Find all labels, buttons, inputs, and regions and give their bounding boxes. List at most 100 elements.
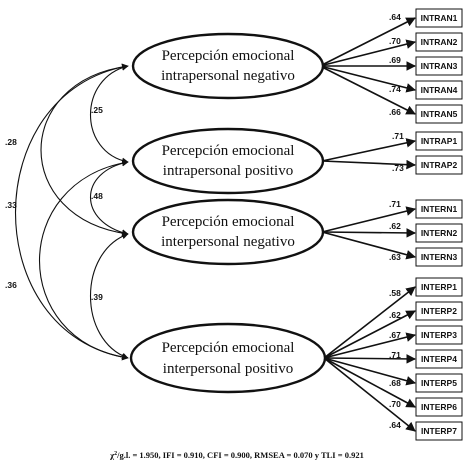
path-interp5 <box>323 357 416 386</box>
corr-label-pen-iep: .33 <box>5 200 17 210</box>
latent-pen-line2: intrapersonal negativo <box>161 68 295 84</box>
path-intran5 <box>319 65 416 115</box>
path-interp6 <box>323 357 416 408</box>
path-intrap2 <box>321 159 416 170</box>
indicator-box-intrap2 <box>415 155 463 175</box>
correlation-arcs <box>14 63 129 361</box>
corr-arc-pep-ien <box>90 159 129 236</box>
indicator-box-intran3 <box>415 56 463 76</box>
fit-indices-text: /g.l. = 1.950, IFI = 0.910, CFI = 0.900,… <box>116 450 364 460</box>
loading-labels: .64 .70 .69 .74 .66 .71 .73 .71 .62 .63 … <box>389 12 404 430</box>
corr-arc-pep-iep <box>38 159 129 361</box>
latent-ien: Percepción emocional interpersonal negat… <box>131 198 325 266</box>
loading-label-interp7: .64 <box>389 420 401 430</box>
indicator-label-interp1: INTERP1 <box>421 282 457 292</box>
corr-arc-pen-iep <box>14 63 129 361</box>
indicator-labels: INTRAN1 INTRAN2 INTRAN3 INTRAN4 INTRAN5 … <box>421 13 458 436</box>
corr-label-pep-iep: .36 <box>5 280 17 290</box>
loading-label-intran5: .66 <box>389 107 401 117</box>
corr-label-pen-ien: .28 <box>5 137 17 147</box>
loading-label-intran2: .70 <box>389 36 401 46</box>
indicator-box-interp7 <box>415 421 463 441</box>
indicator-box-interp4 <box>415 349 463 369</box>
loading-label-intran4: .74 <box>389 84 401 94</box>
correlation-labels: .25 .48 .39 .28 .33 .36 <box>5 105 103 302</box>
indicator-box-intrap1 <box>415 131 463 151</box>
path-interp2 <box>323 310 416 359</box>
latent-ien-line1: Percepción emocional <box>162 214 295 230</box>
loading-label-intrap1: .71 <box>392 131 404 141</box>
loading-label-intern1: .71 <box>389 199 401 209</box>
indicator-label-intern3: INTERN3 <box>421 252 458 262</box>
indicator-label-interp2: INTERP2 <box>421 306 457 316</box>
indicator-box-interp5 <box>415 373 463 393</box>
fit-indices-caption: χ2/g.l. = 1.950, IFI = 0.910, CFI = 0.90… <box>109 450 364 460</box>
loading-label-intern2: .62 <box>389 221 401 231</box>
path-intern3 <box>321 231 416 260</box>
indicator-box-interp6 <box>415 397 463 417</box>
loading-label-interp3: .67 <box>389 330 401 340</box>
indicator-box-interp2 <box>415 301 463 321</box>
indicator-label-interp4: INTERP4 <box>421 354 457 364</box>
loading-label-interp2: .62 <box>389 310 401 320</box>
path-interp1 <box>323 286 416 359</box>
indicator-label-intran2: INTRAN2 <box>421 37 458 47</box>
indicator-label-interp7: INTERP7 <box>421 426 457 436</box>
indicator-box-interp1 <box>415 277 463 297</box>
loading-label-interp6: .70 <box>389 399 401 409</box>
latent-pep-line2: intrapersonal positivo <box>163 163 293 179</box>
latent-pen: Percepción emocional intrapersonal negat… <box>131 32 325 100</box>
indicator-label-intran5: INTRAN5 <box>421 109 458 119</box>
path-intran4 <box>319 65 416 93</box>
corr-label-pep-ien: .48 <box>91 191 103 201</box>
fit-chi-symbol: χ <box>109 450 114 460</box>
loading-label-intern3: .63 <box>389 252 401 262</box>
latent-iep: Percepción emocional interpersonal posit… <box>129 322 327 394</box>
corr-label-pen-pep: .25 <box>91 105 103 115</box>
path-intrap1 <box>321 138 416 162</box>
indicator-label-intrap2: INTRAP2 <box>421 160 458 170</box>
loading-label-interp1: .58 <box>389 288 401 298</box>
loading-label-intran1: .64 <box>389 12 401 22</box>
indicator-label-intran4: INTRAN4 <box>421 85 458 95</box>
loading-label-interp4: .71 <box>389 350 401 360</box>
path-interp3 <box>323 332 416 359</box>
path-intern1 <box>321 206 416 233</box>
latent-ien-line2: interpersonal negativo <box>161 234 295 250</box>
indicator-box-intern2 <box>415 223 463 243</box>
path-intran2 <box>319 39 416 67</box>
indicator-label-intern1: INTERN1 <box>421 204 458 214</box>
indicator-box-intran5 <box>415 104 463 124</box>
indicator-label-interp5: INTERP5 <box>421 378 457 388</box>
indicator-label-interp6: INTERP6 <box>421 402 457 412</box>
path-intran1 <box>319 17 416 67</box>
latent-iep-line1: Percepción emocional <box>162 340 295 356</box>
latent-pep-line1: Percepción emocional <box>162 143 295 159</box>
latent-pen-line1: Percepción emocional <box>162 48 295 64</box>
indicator-label-interp3: INTERP3 <box>421 330 457 340</box>
indicator-box-intran2 <box>415 32 463 52</box>
corr-arc-pen-ien <box>40 63 129 237</box>
indicator-box-intran4 <box>415 80 463 100</box>
indicator-label-intern2: INTERN2 <box>421 228 458 238</box>
indicator-box-interp3 <box>415 325 463 345</box>
corr-label-ien-iep: .39 <box>91 292 103 302</box>
indicator-label-intran3: INTRAN3 <box>421 61 458 71</box>
latent-pep: Percepción emocional intrapersonal posit… <box>131 127 325 195</box>
latent-factors: Percepción emocional intrapersonal negat… <box>129 32 327 394</box>
loading-paths <box>319 17 416 432</box>
indicator-label-intran1: INTRAN1 <box>421 13 458 23</box>
fit-chi-superscript: 2 <box>114 451 117 457</box>
indicator-box-intern1 <box>415 199 463 219</box>
indicator-box-intern3 <box>415 247 463 267</box>
corr-arc-ien-iep <box>89 232 129 360</box>
path-interp7 <box>323 357 416 432</box>
path-intern2 <box>321 228 416 238</box>
indicator-label-intrap1: INTRAP1 <box>421 136 458 146</box>
indicator-boxes <box>415 8 463 441</box>
latent-iep-line2: interpersonal positivo <box>163 361 293 377</box>
path-interp4 <box>323 354 416 364</box>
loading-label-intran3: .69 <box>389 55 401 65</box>
